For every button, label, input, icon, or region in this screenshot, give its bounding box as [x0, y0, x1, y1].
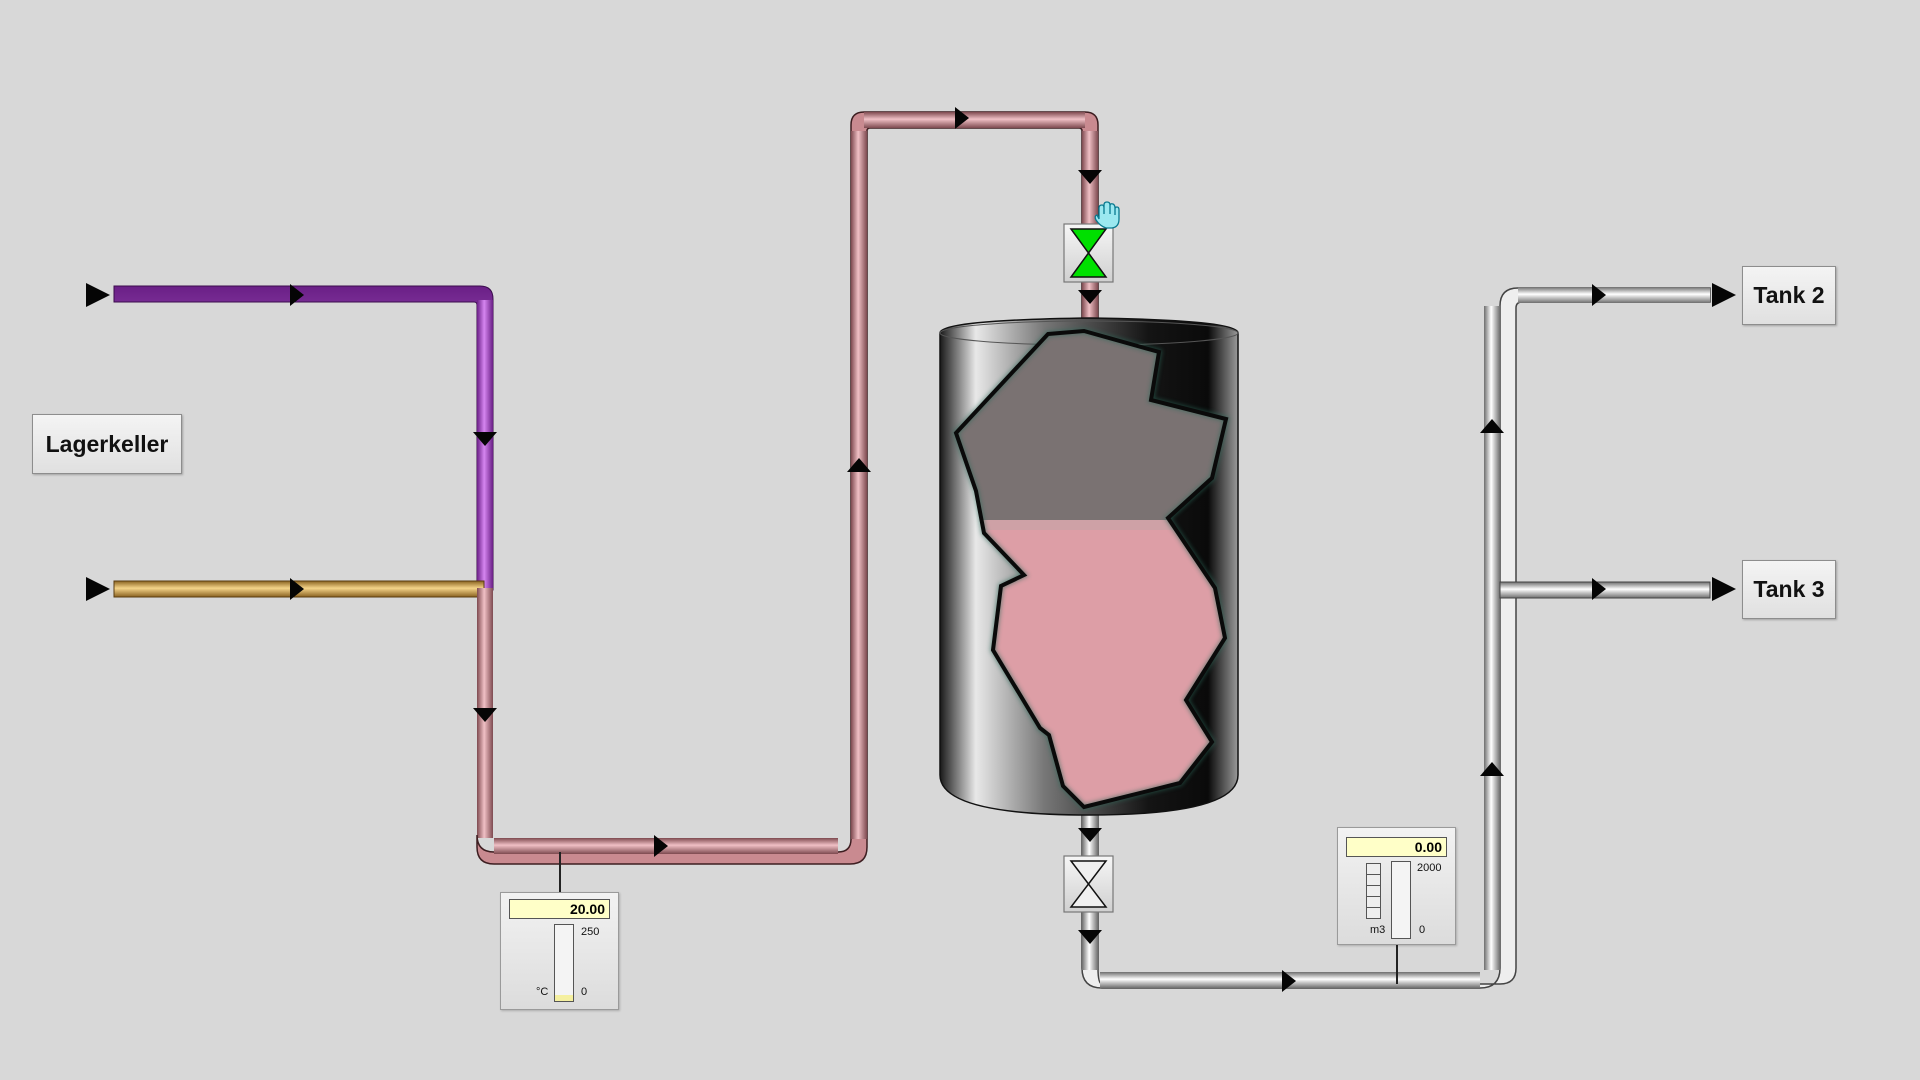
tank3-button[interactable]: Tank 3 — [1742, 560, 1836, 619]
volume-level-bar — [1391, 861, 1411, 939]
flow-arrow-icon — [1078, 170, 1102, 184]
flow-arrow-icon — [473, 708, 497, 722]
flow-arrow-icon — [654, 835, 668, 857]
flow-arrow-icon — [847, 458, 871, 472]
tank2-button[interactable]: Tank 2 — [1742, 266, 1836, 325]
flow-arrow-icon — [1480, 419, 1504, 433]
flow-arrow-icon — [473, 432, 497, 446]
temperature-level-bar — [554, 924, 574, 1002]
temperature-max-label: 250 — [581, 926, 600, 938]
volume-segment-indicator — [1366, 863, 1381, 919]
flow-arrow-icon — [1712, 577, 1736, 601]
valve-icon — [1069, 228, 1108, 255]
flow-arrow-icon — [290, 284, 304, 306]
volume-max-label: 2000 — [1417, 862, 1442, 874]
flow-arrow-icon — [86, 283, 110, 307]
volume-value: 0.00 — [1346, 837, 1447, 857]
flow-arrows — [86, 107, 1736, 992]
flow-arrow-icon — [1480, 762, 1504, 776]
mixing-tank[interactable] — [939, 317, 1240, 820]
flow-arrow-icon — [1712, 283, 1736, 307]
temperature-min-label: 0 — [581, 986, 588, 998]
flow-arrow-icon — [1078, 290, 1102, 304]
flow-arrow-icon — [1592, 578, 1606, 600]
flow-arrow-icon — [290, 578, 304, 600]
inlet-valve[interactable] — [1063, 223, 1114, 283]
outlet-valve[interactable] — [1063, 855, 1114, 913]
volume-unit-label: m3 — [1370, 924, 1386, 936]
flow-arrow-icon — [1078, 828, 1102, 842]
flow-arrow-icon — [1282, 970, 1296, 992]
temperature-unit-label: °C — [536, 986, 549, 998]
sensor-stems — [559, 852, 1398, 984]
flow-arrow-icon — [955, 107, 969, 129]
flow-arrow-icon — [86, 577, 110, 601]
hand-cursor-icon — [1094, 201, 1120, 229]
volume-gauge[interactable]: 0.00 2000 0 m3 — [1337, 827, 1456, 945]
lagerkeller-button[interactable]: Lagerkeller — [32, 414, 182, 474]
valve-icon — [1069, 860, 1108, 886]
flow-arrow-icon — [1078, 930, 1102, 944]
volume-min-label: 0 — [1419, 924, 1426, 936]
temperature-value: 20.00 — [509, 899, 610, 919]
temperature-gauge[interactable]: 20.00 250 0 °C — [500, 892, 619, 1010]
flow-arrow-icon — [1592, 284, 1606, 306]
